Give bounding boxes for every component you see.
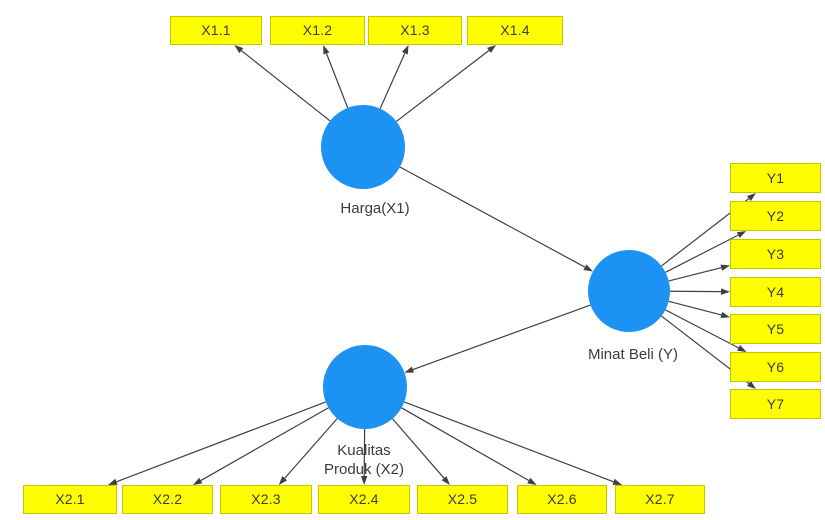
indicator-X2.3[interactable]: X2.3	[220, 485, 312, 514]
indicator-X2.1[interactable]: X2.1	[23, 485, 117, 514]
measurement-arrow-X1.4	[395, 45, 497, 122]
measurement-arrow-X2.1	[108, 401, 326, 485]
indicator-X1.3[interactable]: X1.3	[368, 16, 462, 45]
measurement-arrow-X2.5	[392, 418, 450, 485]
indicator-Y4[interactable]: Y4	[730, 277, 821, 307]
indicator-X1.2[interactable]: X1.2	[270, 16, 365, 45]
indicator-X1.1[interactable]: X1.1	[170, 16, 262, 45]
indicator-X2.6[interactable]: X2.6	[517, 485, 607, 514]
latent-node-kualitas_produk[interactable]	[323, 345, 407, 429]
measurement-arrow-X2.7	[404, 401, 622, 485]
measurement-arrow-Y3	[668, 264, 730, 282]
measurement-arrow-Y4	[669, 288, 730, 295]
latent-node-harga[interactable]	[321, 105, 405, 189]
indicator-Y1[interactable]: Y1	[730, 163, 821, 193]
indicator-Y3[interactable]: Y3	[730, 239, 821, 269]
structural-path-minat_beli-to-kualitas_produk	[404, 304, 591, 373]
indicator-Y5[interactable]: Y5	[730, 314, 821, 344]
indicator-X2.4[interactable]: X2.4	[318, 485, 410, 514]
indicator-Y7[interactable]: Y7	[730, 389, 821, 419]
measurement-arrow-X1.1	[234, 45, 331, 122]
latent-node-label-minat_beli: Minat Beli (Y)	[587, 346, 679, 363]
measurement-arrow-X1.3	[379, 45, 409, 109]
measurement-arrow-Y2	[665, 231, 747, 273]
latent-node-minat_beli[interactable]	[588, 250, 670, 332]
latent-node-label-harga: Harga(X1)	[340, 200, 410, 217]
indicator-X2.2[interactable]: X2.2	[122, 485, 213, 514]
indicator-Y6[interactable]: Y6	[730, 352, 821, 382]
indicator-X2.7[interactable]: X2.7	[615, 485, 705, 514]
measurement-arrow-X2.4	[361, 428, 368, 485]
measurement-arrow-X2.2	[192, 407, 329, 485]
measurement-arrow-Y6	[665, 309, 747, 352]
indicator-Y2[interactable]: Y2	[730, 201, 821, 231]
measurement-arrow-X2.3	[278, 418, 338, 485]
measurement-arrow-Y5	[668, 300, 730, 319]
latent-node-label-kualitas_produk: Kualitas Produk (X2)	[323, 442, 405, 478]
indicator-X1.4[interactable]: X1.4	[467, 16, 563, 45]
indicator-X2.5[interactable]: X2.5	[417, 485, 508, 514]
structural-path-harga-to-minat_beli	[399, 166, 593, 272]
measurement-arrow-X1.2	[323, 45, 349, 109]
measurement-arrow-X2.6	[401, 407, 537, 485]
